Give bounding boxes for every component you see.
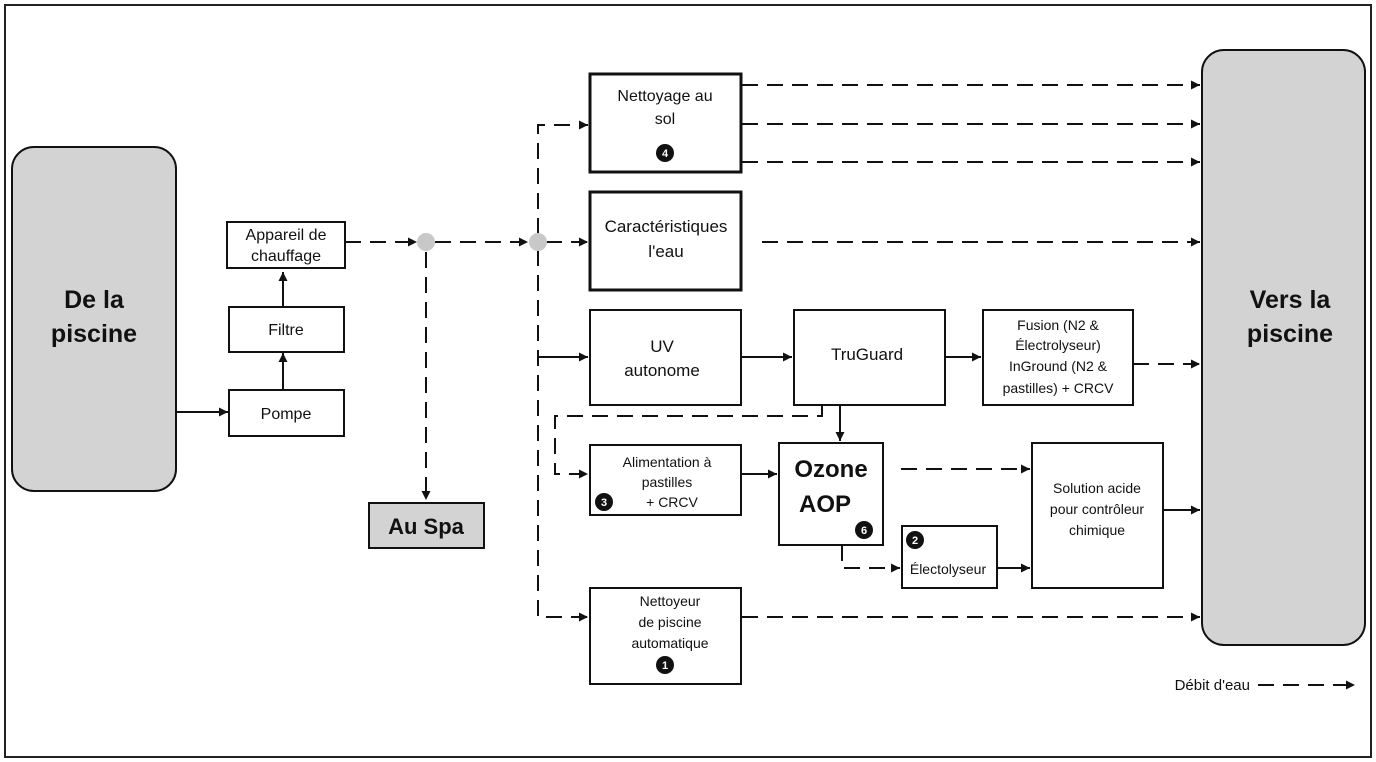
- water-features-line-1: Caractéristiques: [605, 217, 728, 236]
- badge-3: [595, 493, 613, 511]
- legend: Débit d'eau: [1175, 677, 1355, 694]
- dest-tank-line-2: piscine: [1247, 320, 1333, 348]
- junction-dot: [417, 233, 435, 251]
- fusion-line-3: InGround (N2 &: [1009, 358, 1108, 374]
- pump-box: Pompe: [228, 389, 345, 437]
- water-features-line-2: l'eau: [648, 242, 683, 261]
- badge-4: [656, 144, 674, 162]
- fusion-line-1: Fusion (N2 &: [1017, 317, 1099, 333]
- flow-to-floor-cleaning: [537, 120, 588, 234]
- electrolyzer-label: Électolyseur: [910, 561, 987, 577]
- pool-cleaner-line-1: Nettoyeur: [640, 593, 701, 609]
- acid-box: Solution acide pour contrôleur chimique: [1031, 442, 1164, 589]
- uv-box: UV autonome: [589, 309, 742, 406]
- uv-line-2: autonome: [624, 361, 700, 380]
- spa-label: Au Spa: [388, 514, 465, 539]
- legend-label: Débit d'eau: [1175, 677, 1250, 694]
- electrolyzer-box: 2 Électolyseur: [901, 525, 998, 589]
- acid-line-3: chimique: [1069, 522, 1125, 538]
- filter-box-shape: [228, 306, 345, 353]
- flow-truguard-to-tablet-feeder: [554, 405, 823, 479]
- flow-ozone-to-electrolyzer: [841, 545, 900, 573]
- heater-box: Appareil de chauffage: [226, 221, 346, 269]
- fusion-line-4: pastilles) + CRCV: [1003, 380, 1115, 396]
- connectors: [175, 80, 1200, 622]
- badge-6-text: 6: [861, 525, 867, 537]
- pool-cleaner-line-2: de piscine: [638, 614, 701, 630]
- truguard-label: TruGuard: [831, 345, 903, 364]
- acid-line-1: Solution acide: [1053, 480, 1141, 496]
- truguard-box: TruGuard: [793, 309, 946, 406]
- badge-4-text: 4: [662, 148, 669, 160]
- spa-box-shape: [368, 502, 485, 549]
- tablet-feeder-line-1: Alimentation à: [623, 454, 712, 470]
- badge-1-text: 1: [662, 660, 668, 672]
- tablet-feeder-box: Alimentation à pastilles + CRCV 3: [589, 444, 742, 516]
- ozone-line-1: Ozone: [794, 456, 867, 483]
- water-features-box: Caractéristiques l'eau: [588, 190, 743, 292]
- source-tank-line-1: De la: [64, 286, 125, 314]
- source-tank: De la piscine: [11, 146, 177, 492]
- heater-line-1: Appareil de: [246, 227, 327, 244]
- fusion-box-shape: [982, 309, 1134, 406]
- floor-cleaning-box: Nettoyage au sol 4: [588, 72, 743, 174]
- spa-box: Au Spa: [368, 502, 485, 549]
- badge-2-text: 2: [912, 535, 918, 547]
- dest-tank-line-1: Vers la: [1250, 286, 1332, 314]
- pool-cleaner-box: Nettoyeur de piscine automatique 1: [589, 587, 742, 685]
- truguard-box-shape: [793, 309, 946, 406]
- dest-tank: Vers la piscine: [1201, 49, 1366, 646]
- uv-box-shape: [589, 309, 742, 406]
- acid-box-shape: [1031, 442, 1164, 589]
- badge-1: [656, 656, 674, 674]
- pump-box-shape: [228, 389, 345, 437]
- heater-line-2: chauffage: [251, 248, 321, 265]
- acid-line-2: pour contrôleur: [1050, 501, 1145, 517]
- uv-line-1: UV: [650, 337, 674, 356]
- fusion-box: Fusion (N2 & Électrolyseur) InGround (N2…: [982, 309, 1134, 406]
- filter-label: Filtre: [268, 322, 304, 339]
- tablet-feeder-line-2: pastilles: [642, 474, 693, 490]
- badge-2: [906, 531, 924, 549]
- ozone-box: Ozone AOP 6: [778, 442, 884, 546]
- floor-cleaning-line-2: sol: [655, 111, 675, 128]
- source-tank-line-2: piscine: [51, 320, 137, 348]
- flow-to-pool-cleaner: [537, 250, 588, 622]
- floor-cleaning-line-1: Nettoyage au: [617, 88, 712, 105]
- badge-6: [855, 521, 873, 539]
- filter-box: Filtre: [228, 306, 345, 353]
- water-features-box-shape: [588, 190, 743, 292]
- badge-3-text: 3: [601, 497, 607, 509]
- tablet-feeder-box-shape: [589, 444, 742, 516]
- junction-dot: [529, 233, 547, 251]
- tablet-feeder-line-3: + CRCV: [646, 494, 698, 510]
- pump-label: Pompe: [261, 406, 312, 423]
- ozone-line-2: AOP: [799, 491, 851, 518]
- source-tank-shape: [11, 146, 177, 492]
- fusion-line-2: Électrolyseur): [1015, 337, 1101, 353]
- outer-frame: [4, 4, 1372, 758]
- dest-tank-shape: [1201, 49, 1366, 646]
- heater-box-shape: [226, 221, 346, 269]
- pool-cleaner-line-3: automatique: [631, 635, 708, 651]
